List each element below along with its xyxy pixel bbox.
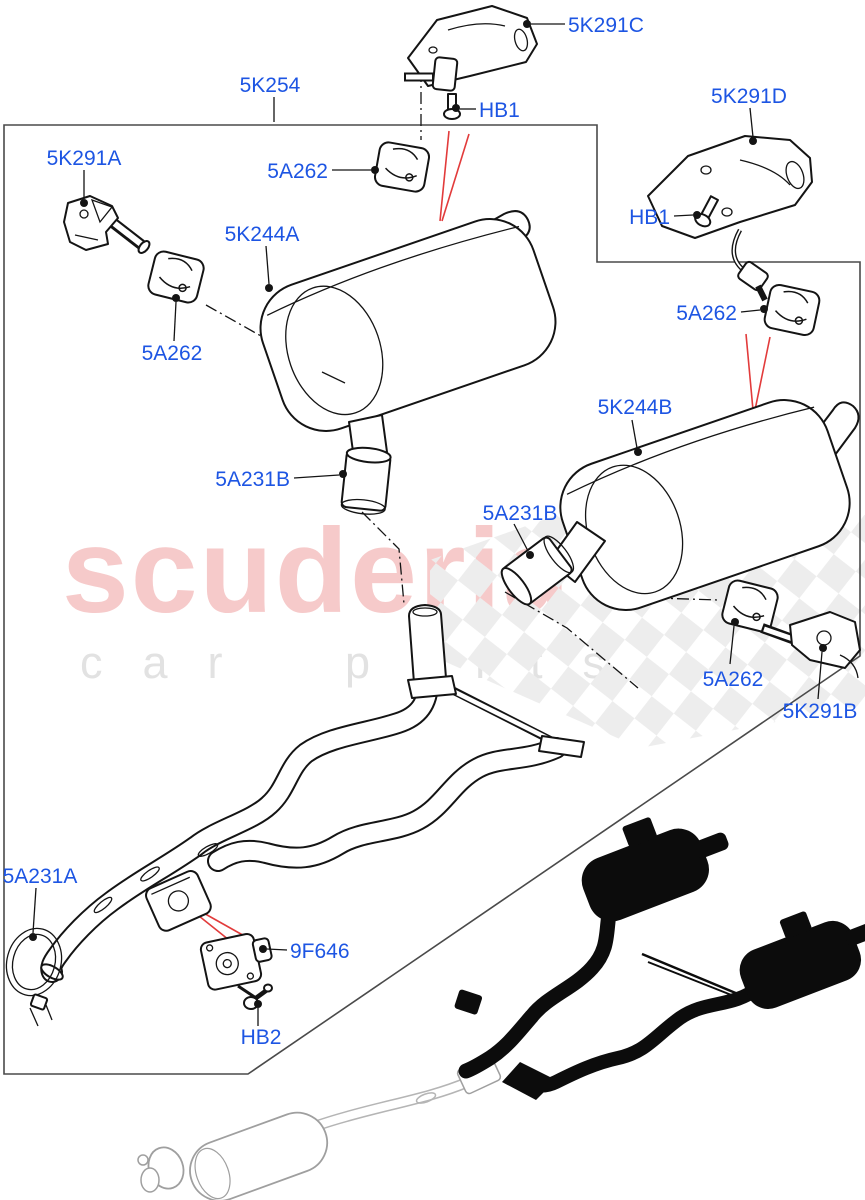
centre-exhaust-pipes [40, 604, 585, 983]
part-label-9f646-16[interactable]: 9F646 [259, 940, 350, 963]
part-code-text[interactable]: 5A262 [142, 342, 203, 365]
leader-line [749, 107, 754, 138]
part-label-5a231a-15[interactable]: 5A231A [3, 865, 78, 941]
part-code-text[interactable]: HB2 [241, 1026, 282, 1049]
valve-actuator-9f646 [199, 933, 273, 1000]
leader-dot [634, 448, 642, 456]
leader-line [740, 309, 761, 313]
photo-muffler-right [739, 911, 865, 1009]
leader-line [513, 523, 529, 552]
part-label-5a231b-11[interactable]: 5A231B [215, 468, 347, 491]
part-code-text[interactable]: 5A231B [483, 502, 558, 525]
part-label-5k291a-3[interactable]: 5K291A [47, 147, 122, 207]
part-code-text[interactable]: HB1 [629, 206, 670, 229]
hanger-bracket-5k291b [760, 611, 861, 679]
leader-dot [29, 933, 37, 941]
leader-dot [80, 199, 88, 207]
part-label-hb1-8[interactable]: HB1 [629, 206, 701, 229]
leader-dot [259, 945, 267, 953]
leader-line [673, 214, 694, 217]
part-code-text[interactable]: HB1 [479, 99, 520, 122]
leader-line [729, 625, 735, 665]
muffler-5k244a [259, 210, 557, 515]
leader-dot [172, 294, 180, 302]
leader-line [173, 301, 177, 342]
leader-dot [526, 551, 534, 559]
part-code-text[interactable]: 5A262 [267, 160, 328, 183]
part-code-text[interactable]: 5K291C [568, 14, 644, 37]
leader-dot [265, 284, 273, 292]
leader-dot [523, 20, 531, 28]
photo-front-pipe-gray [137, 1055, 502, 1200]
part-code-text[interactable]: 5A231A [3, 865, 78, 888]
leader-dot [731, 618, 739, 626]
part-code-text[interactable]: 5K291A [47, 147, 122, 170]
part-label-5a262-6[interactable]: 5A262 [142, 294, 203, 365]
leader-dot [339, 470, 347, 478]
part-code-text[interactable]: 5K244A [225, 223, 300, 246]
muffler-5k244b [500, 399, 860, 611]
part-label-5k291d-7[interactable]: 5K291D [711, 85, 787, 145]
clamp-5a231a [5, 927, 63, 1027]
photo-muffler-left [581, 817, 729, 922]
coupling-5a231b-left [340, 446, 392, 515]
part-label-5k291c-0[interactable]: 5K291C [523, 14, 644, 37]
part-label-5k244b-10[interactable]: 5K244B [598, 396, 673, 456]
part-label-5a262-13[interactable]: 5A262 [703, 618, 764, 691]
leader-line [32, 887, 37, 934]
part-label-5k291b-14[interactable]: 5K291B [783, 644, 858, 723]
part-label-5a262-9[interactable]: 5A262 [676, 302, 768, 325]
coupling-5a231b-right [500, 535, 575, 606]
part-code-text[interactable]: 5A262 [703, 668, 764, 691]
tailpipe-stub [408, 604, 447, 684]
part-label-hb1-2[interactable]: HB1 [452, 99, 520, 122]
hanger-bracket-5k291d [647, 135, 813, 302]
leader-dot [371, 166, 379, 174]
part-code-text[interactable]: 5K244B [598, 396, 673, 419]
leader-line [631, 419, 638, 449]
leader-dot [693, 211, 701, 219]
clamp-5a262-top [372, 139, 432, 195]
part-code-text[interactable]: 5K254 [240, 74, 301, 97]
exhaust-valve [145, 870, 212, 932]
leader-dot [254, 1000, 262, 1008]
assembled-exhaust-photo [137, 817, 865, 1200]
diagram-frame [3, 124, 861, 1075]
part-label-5a231b-12[interactable]: 5A231B [483, 502, 558, 559]
leader-line [265, 245, 270, 285]
leader-dot [452, 104, 460, 112]
leader-line [266, 948, 288, 951]
support-bar-tab [538, 735, 585, 758]
part-code-text[interactable]: 5K291D [711, 85, 787, 108]
part-code-text[interactable]: 9F646 [290, 940, 350, 963]
part-code-text[interactable]: 5A262 [676, 302, 737, 325]
part-label-5a262-4[interactable]: 5A262 [267, 160, 379, 183]
part-code-text[interactable]: 5K291B [783, 700, 858, 723]
leader-dot [749, 137, 757, 145]
leader-line [817, 651, 823, 700]
part-label-5k244a-5[interactable]: 5K244A [225, 223, 300, 292]
part-label-5k254-1[interactable]: 5K254 [240, 74, 301, 122]
part-label-hb2-17[interactable]: HB2 [241, 1000, 282, 1049]
leader-dot [760, 305, 768, 313]
leader-dot [819, 644, 827, 652]
hanger-bracket-5k291a [63, 195, 151, 254]
photo-catalytic-converter [189, 1111, 329, 1200]
part-code-text[interactable]: 5A231B [215, 468, 290, 491]
clamp-5a262-right [761, 282, 823, 338]
leader-line [293, 474, 340, 479]
